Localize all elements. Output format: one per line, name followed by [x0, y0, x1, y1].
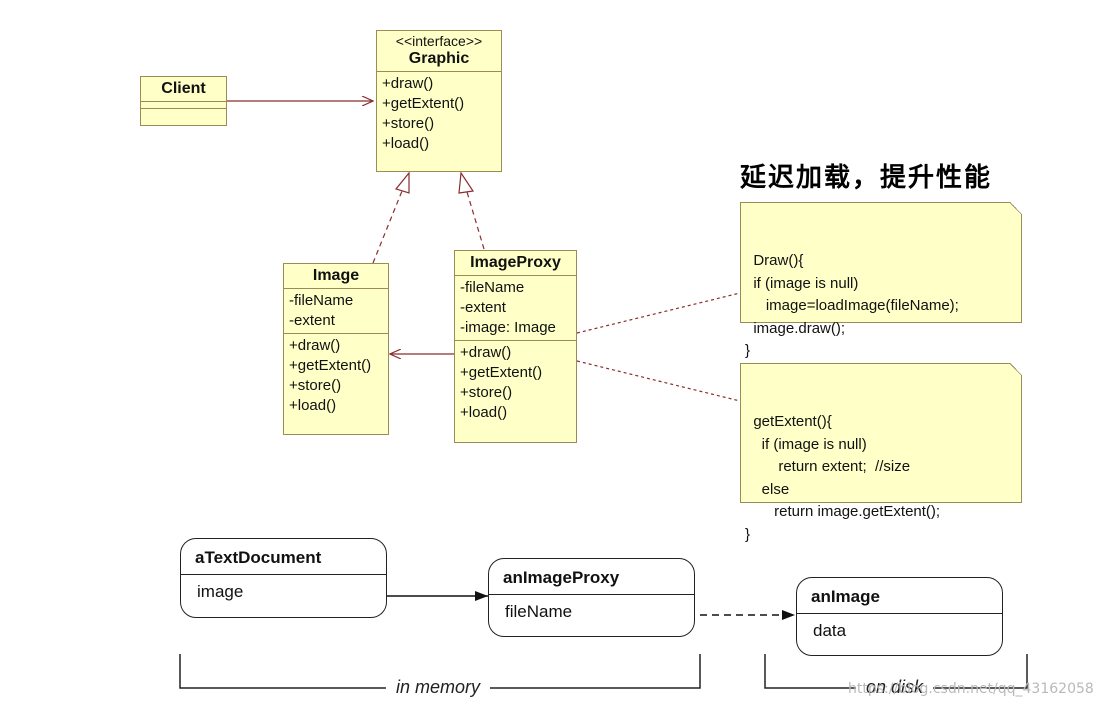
image-proxy-object-field: fileName — [505, 602, 573, 621]
image-attribute: -extent — [289, 312, 335, 329]
graphic-operation: +load() — [382, 135, 430, 152]
proxy-realization-line — [466, 191, 485, 250]
image-proxy-class-name: ImageProxy — [455, 251, 576, 276]
extent-note: getExtent(){ if (image is null) return e… — [740, 363, 1022, 543]
extent-note-anchor — [576, 360, 741, 402]
image-class-name: Image — [284, 264, 388, 289]
image-operations: +draw() +getExtent() +store() +load() — [284, 334, 388, 418]
graphic-operation: +getExtent() — [382, 95, 465, 112]
image-realization-arrowhead — [394, 171, 410, 194]
image-proxy-operations: +draw() +getExtent() +store() +load() — [455, 341, 576, 425]
image-operation: +load() — [289, 397, 337, 414]
graphic-operation: +store() — [382, 115, 435, 132]
image-object: anImage data — [796, 577, 1003, 656]
text-document-field: image — [197, 582, 244, 601]
draw-note-text: Draw(){ if (image is null) image=loadIma… — [745, 252, 959, 359]
image-operation: +draw() — [289, 337, 341, 354]
image-proxy-class: ImageProxy -fileName -extent -image: Ima… — [454, 250, 577, 443]
graphic-class-name: Graphic — [408, 50, 470, 67]
image-proxy-object: anImageProxy fileName — [488, 558, 695, 637]
graphic-interface: <<interface>> Graphic +draw() +getExtent… — [376, 30, 502, 172]
client-operations — [141, 109, 226, 115]
image-operation: +store() — [289, 377, 342, 394]
text-document-name: aTextDocument — [181, 539, 386, 575]
image-attributes: -fileName -extent — [284, 289, 388, 334]
client-class-name: Client — [141, 77, 226, 102]
image-proxy-attribute: -image: Image — [460, 319, 556, 336]
image-proxy-operation: +store() — [460, 384, 513, 401]
text-document-object: aTextDocument image — [180, 538, 387, 618]
image-operation: +getExtent() — [289, 357, 372, 374]
draw-note: Draw(){ if (image is null) image=loadIma… — [740, 202, 1022, 359]
in-memory-label: in memory — [386, 677, 491, 698]
graphic-stereotype: <<interface>> — [395, 33, 483, 49]
image-class: Image -fileName -extent +draw() +getExte… — [283, 263, 389, 435]
client-attributes — [141, 102, 226, 109]
image-proxy-operation: +draw() — [460, 344, 512, 361]
graphic-header: <<interface>> Graphic — [377, 31, 501, 72]
graphic-operation: +draw() — [382, 75, 434, 92]
note-fold-corner — [1010, 363, 1022, 375]
image-proxy-operation: +getExtent() — [460, 364, 543, 381]
image-attribute: -fileName — [289, 292, 354, 309]
draw-note-anchor — [576, 292, 741, 334]
image-proxy-operation: +load() — [460, 404, 508, 421]
image-object-name: anImage — [797, 578, 1002, 614]
client-class: Client — [140, 76, 227, 126]
image-proxy-attribute: -fileName — [460, 279, 525, 296]
diagram-heading: 延迟加载，提升性能 — [740, 163, 993, 193]
image-proxy-attributes: -fileName -extent -image: Image — [455, 276, 576, 341]
on-disk-label: on disk — [856, 677, 934, 698]
image-realization-line — [372, 190, 403, 264]
image-proxy-object-name: anImageProxy — [489, 559, 694, 595]
graphic-operations: +draw() +getExtent() +store() +load() — [377, 72, 501, 156]
watermark: https://blog.csdn.net/qq_43162058 — [848, 681, 1094, 697]
proxy-realization-arrowhead — [458, 171, 475, 194]
image-object-field: data — [813, 621, 847, 640]
image-proxy-attribute: -extent — [460, 299, 506, 316]
note-fold-corner — [1010, 202, 1022, 214]
extent-note-text: getExtent(){ if (image is null) return e… — [745, 413, 941, 543]
